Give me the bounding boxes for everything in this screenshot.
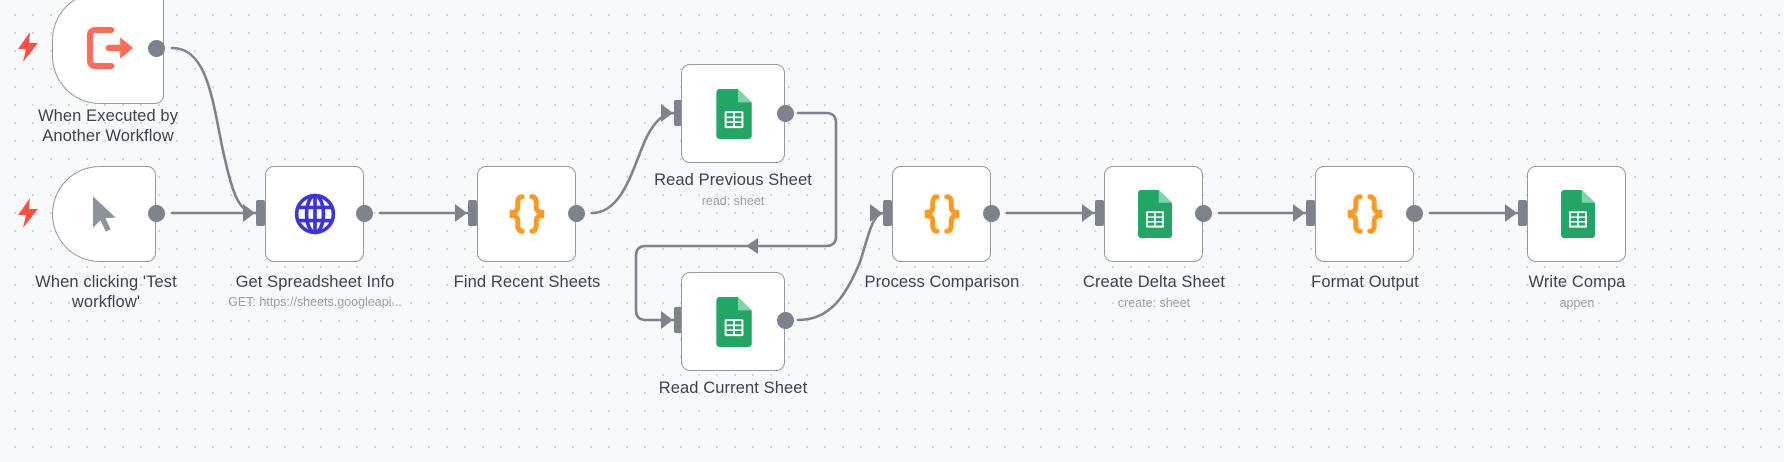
code-braces-icon [918,190,966,238]
node-get-spreadsheet-info[interactable] [265,166,364,262]
node-sublabel-get-spreadsheet-info: GET: https://sheets.googleapi... [228,295,402,309]
node-find-recent-sheets[interactable] [477,166,576,262]
trigger-bolt-icon-1 [16,32,40,67]
input-bar-read-current-sheet[interactable] [674,307,683,333]
node-when-executed-by-another-workflow[interactable] [52,0,164,104]
input-bar-read-previous-sheet[interactable] [674,100,683,126]
edge-arrow-loopback [746,238,758,254]
input-arrow-process-comparison [870,204,882,222]
edge-read-current-sheet-to-process-comparison [796,211,886,322]
execute-workflow-trigger-icon [81,21,135,75]
input-bar-format-output[interactable] [1306,200,1315,226]
node-when-clicking-test-workflow[interactable] [52,166,156,262]
node-read-previous-sheet[interactable] [681,64,785,163]
cursor-pointer-icon [82,192,126,236]
node-label-get-spreadsheet-info: Get Spreadsheet Info [235,273,395,291]
input-arrow-read-previous-sheet [661,104,673,122]
node-label-when-executed-by-another-workflow: When Executed by Another Workflow [37,107,179,145]
node-label-format-output: Format Output [1311,273,1419,291]
input-arrow-write-comparison [1505,204,1517,222]
node-label-when-clicking-test-workflow: When clicking 'Test workflow' [35,273,177,311]
input-bar-find-recent-sheets[interactable] [468,200,477,226]
google-sheets-icon [710,296,756,347]
node-create-delta-sheet[interactable] [1104,166,1203,262]
trigger-bolt-icon-2 [16,198,40,233]
code-braces-icon [503,190,551,238]
output-dot-create-delta-sheet[interactable] [1195,205,1212,222]
input-arrow-get-spreadsheet-info [243,204,255,222]
google-sheets-icon [710,88,756,139]
output-dot-get-spreadsheet-info[interactable] [356,205,373,222]
node-label-read-previous-sheet: Read Previous Sheet [654,171,812,189]
input-arrow-create-delta-sheet [1082,204,1094,222]
input-bar-create-delta-sheet[interactable] [1095,200,1104,226]
node-sublabel-write-comparison: appen [1559,296,1595,310]
input-arrow-find-recent-sheets [455,204,467,222]
google-sheets-icon [1555,190,1599,238]
output-dot-when-executed-by-another-workflow[interactable] [148,40,165,57]
output-dot-when-clicking-test-workflow[interactable] [148,205,165,222]
output-dot-read-previous-sheet[interactable] [777,105,794,122]
node-label-find-recent-sheets: Find Recent Sheets [453,273,601,291]
node-label-process-comparison: Process Comparison [864,273,1020,291]
globe-http-icon [292,191,338,237]
node-process-comparison[interactable] [892,166,991,262]
input-bar-get-spreadsheet-info[interactable] [256,200,265,226]
node-read-current-sheet[interactable] [681,272,785,371]
google-sheets-icon [1132,190,1176,238]
node-label-read-current-sheet: Read Current Sheet [658,379,808,397]
node-label-create-delta-sheet: Create Delta Sheet [1082,273,1226,291]
node-format-output[interactable] [1315,166,1414,262]
node-label-write-comparison: Write Compa [1528,273,1626,291]
input-bar-write-comparison[interactable] [1518,200,1527,226]
node-write-comparison[interactable] [1527,166,1626,262]
input-arrow-format-output [1293,204,1305,222]
output-dot-find-recent-sheets[interactable] [568,205,585,222]
output-dot-process-comparison[interactable] [983,205,1000,222]
output-dot-format-output[interactable] [1406,205,1423,222]
node-sublabel-create-delta-sheet: create: sheet [1117,296,1191,310]
output-dot-read-current-sheet[interactable] [777,312,794,329]
code-braces-icon [1341,190,1389,238]
input-bar-process-comparison[interactable] [883,200,892,226]
input-arrow-read-current-sheet [661,311,673,329]
node-sublabel-read-previous-sheet: read: sheet [701,194,765,208]
